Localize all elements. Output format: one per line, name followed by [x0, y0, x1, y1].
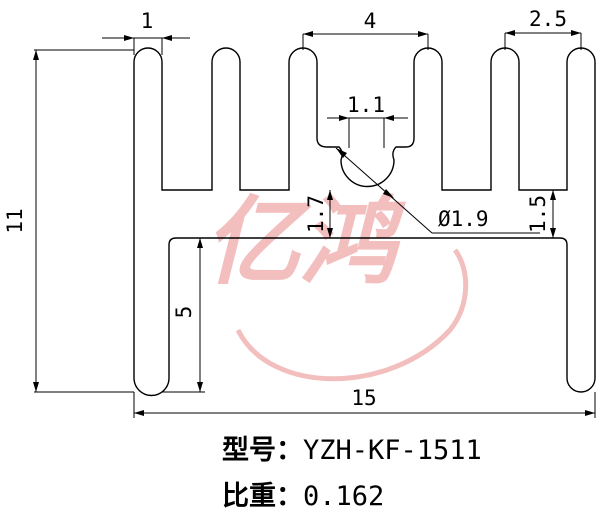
dim-total-width: 15 [351, 386, 376, 410]
dim-slot-depth: 1.7 [304, 195, 328, 233]
watermark: 亿鸿 [204, 186, 469, 382]
heatsink-profile [133, 47, 596, 397]
model-line: 型号：YZH-KF-1511 [222, 428, 482, 467]
dim-fin-thickness: 1 [141, 9, 154, 33]
watermark-swoosh [235, 248, 469, 382]
dim-base-to-fin: 1.5 [526, 195, 550, 233]
model-value: YZH-KF-1511 [303, 435, 482, 466]
arrowheads [33, 30, 595, 416]
dim-total-height: 11 [3, 208, 27, 233]
dim-fin-gap: 2.5 [529, 7, 567, 31]
dim-fin-pitch: 4 [364, 9, 377, 33]
weight-label: 比重： [222, 481, 303, 512]
weight-value: 0.162 [303, 481, 385, 512]
weight-line: 比重：0.162 [222, 474, 384, 513]
watermark-text: 亿鸿 [204, 186, 406, 298]
dim-hole-diameter: Ø1.9 [438, 207, 489, 231]
dim-leg-height: 5 [172, 306, 196, 319]
dim-slot-width: 1.1 [347, 93, 385, 117]
model-label: 型号： [222, 435, 303, 466]
